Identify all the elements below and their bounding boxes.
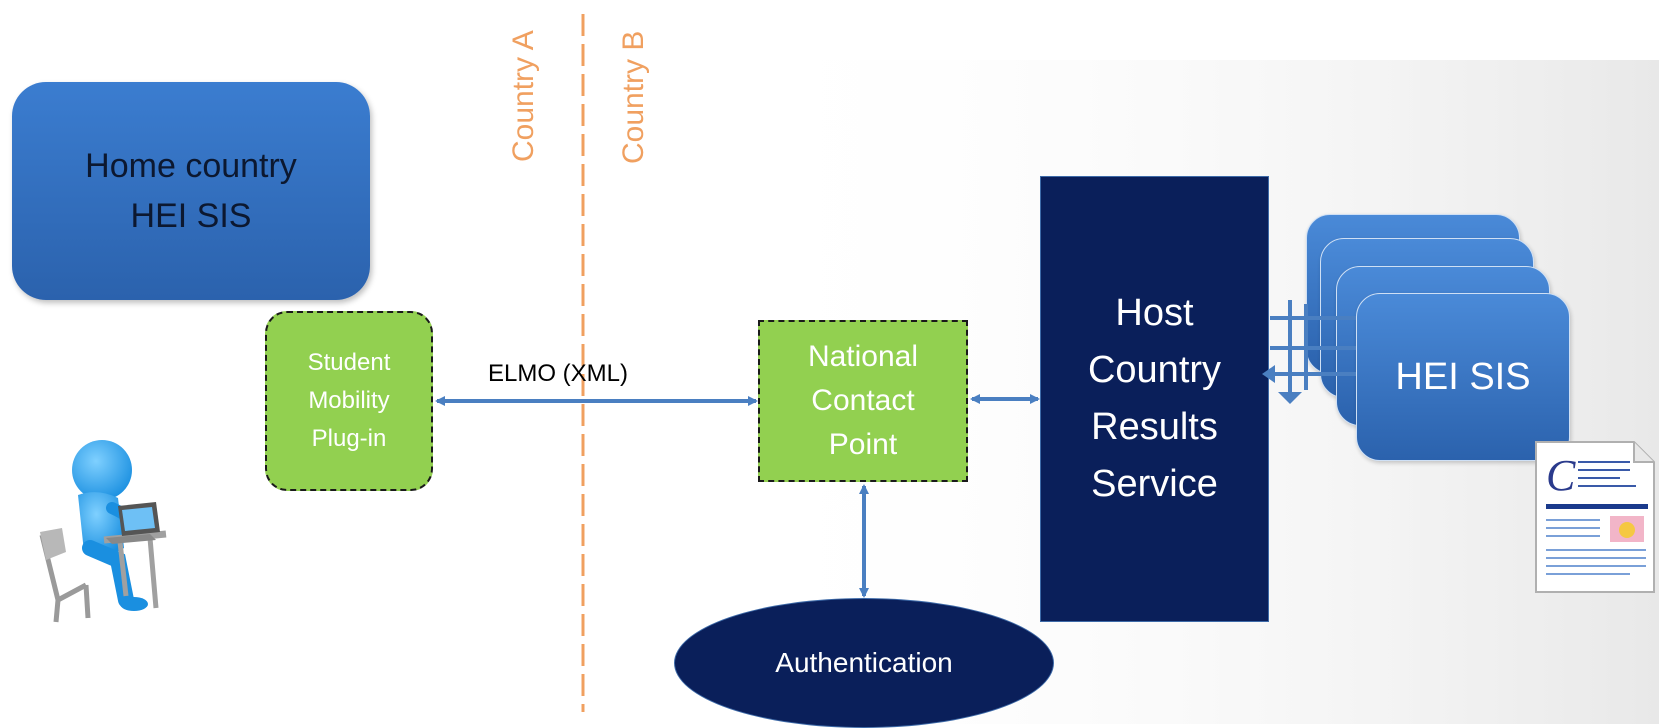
elmo-xml-label: ELMO (XML) [488, 360, 629, 387]
results-line-2: Country [1087, 349, 1222, 391]
results-line-3: Results [1091, 406, 1218, 448]
national-contact-point-box: National Contact Point [758, 320, 968, 482]
home-box-line-2: HEI SIS [130, 197, 252, 235]
home-country-hei-sis-box: Home country HEI SIS [12, 82, 370, 300]
svg-text:C: C [1546, 451, 1576, 500]
plugin-line-3: Plug-in [311, 425, 387, 452]
plugin-line-2: Mobility [308, 387, 390, 414]
hei-sis-box: HEI SIS [1356, 293, 1570, 461]
arrowhead-hei [1278, 392, 1302, 404]
authentication-ellipse: Authentication [674, 598, 1054, 728]
arrowhead-results [1262, 365, 1275, 383]
student-mobility-plugin-box: Student Mobility Plug-in [265, 311, 433, 491]
ncp-line-1: National [807, 340, 919, 373]
arrows-results-to-hei [1270, 300, 1356, 396]
results-line-4: Service [1091, 463, 1218, 505]
host-country-results-service-box: Host Country Results Service [1040, 176, 1269, 622]
ncp-line-3: Point [828, 428, 898, 461]
home-box-line-1: Home country [85, 147, 297, 185]
ncp-line-2: Contact [811, 384, 915, 417]
plugin-line-1: Student [307, 349, 391, 376]
results-line-1: Host [1115, 292, 1194, 334]
